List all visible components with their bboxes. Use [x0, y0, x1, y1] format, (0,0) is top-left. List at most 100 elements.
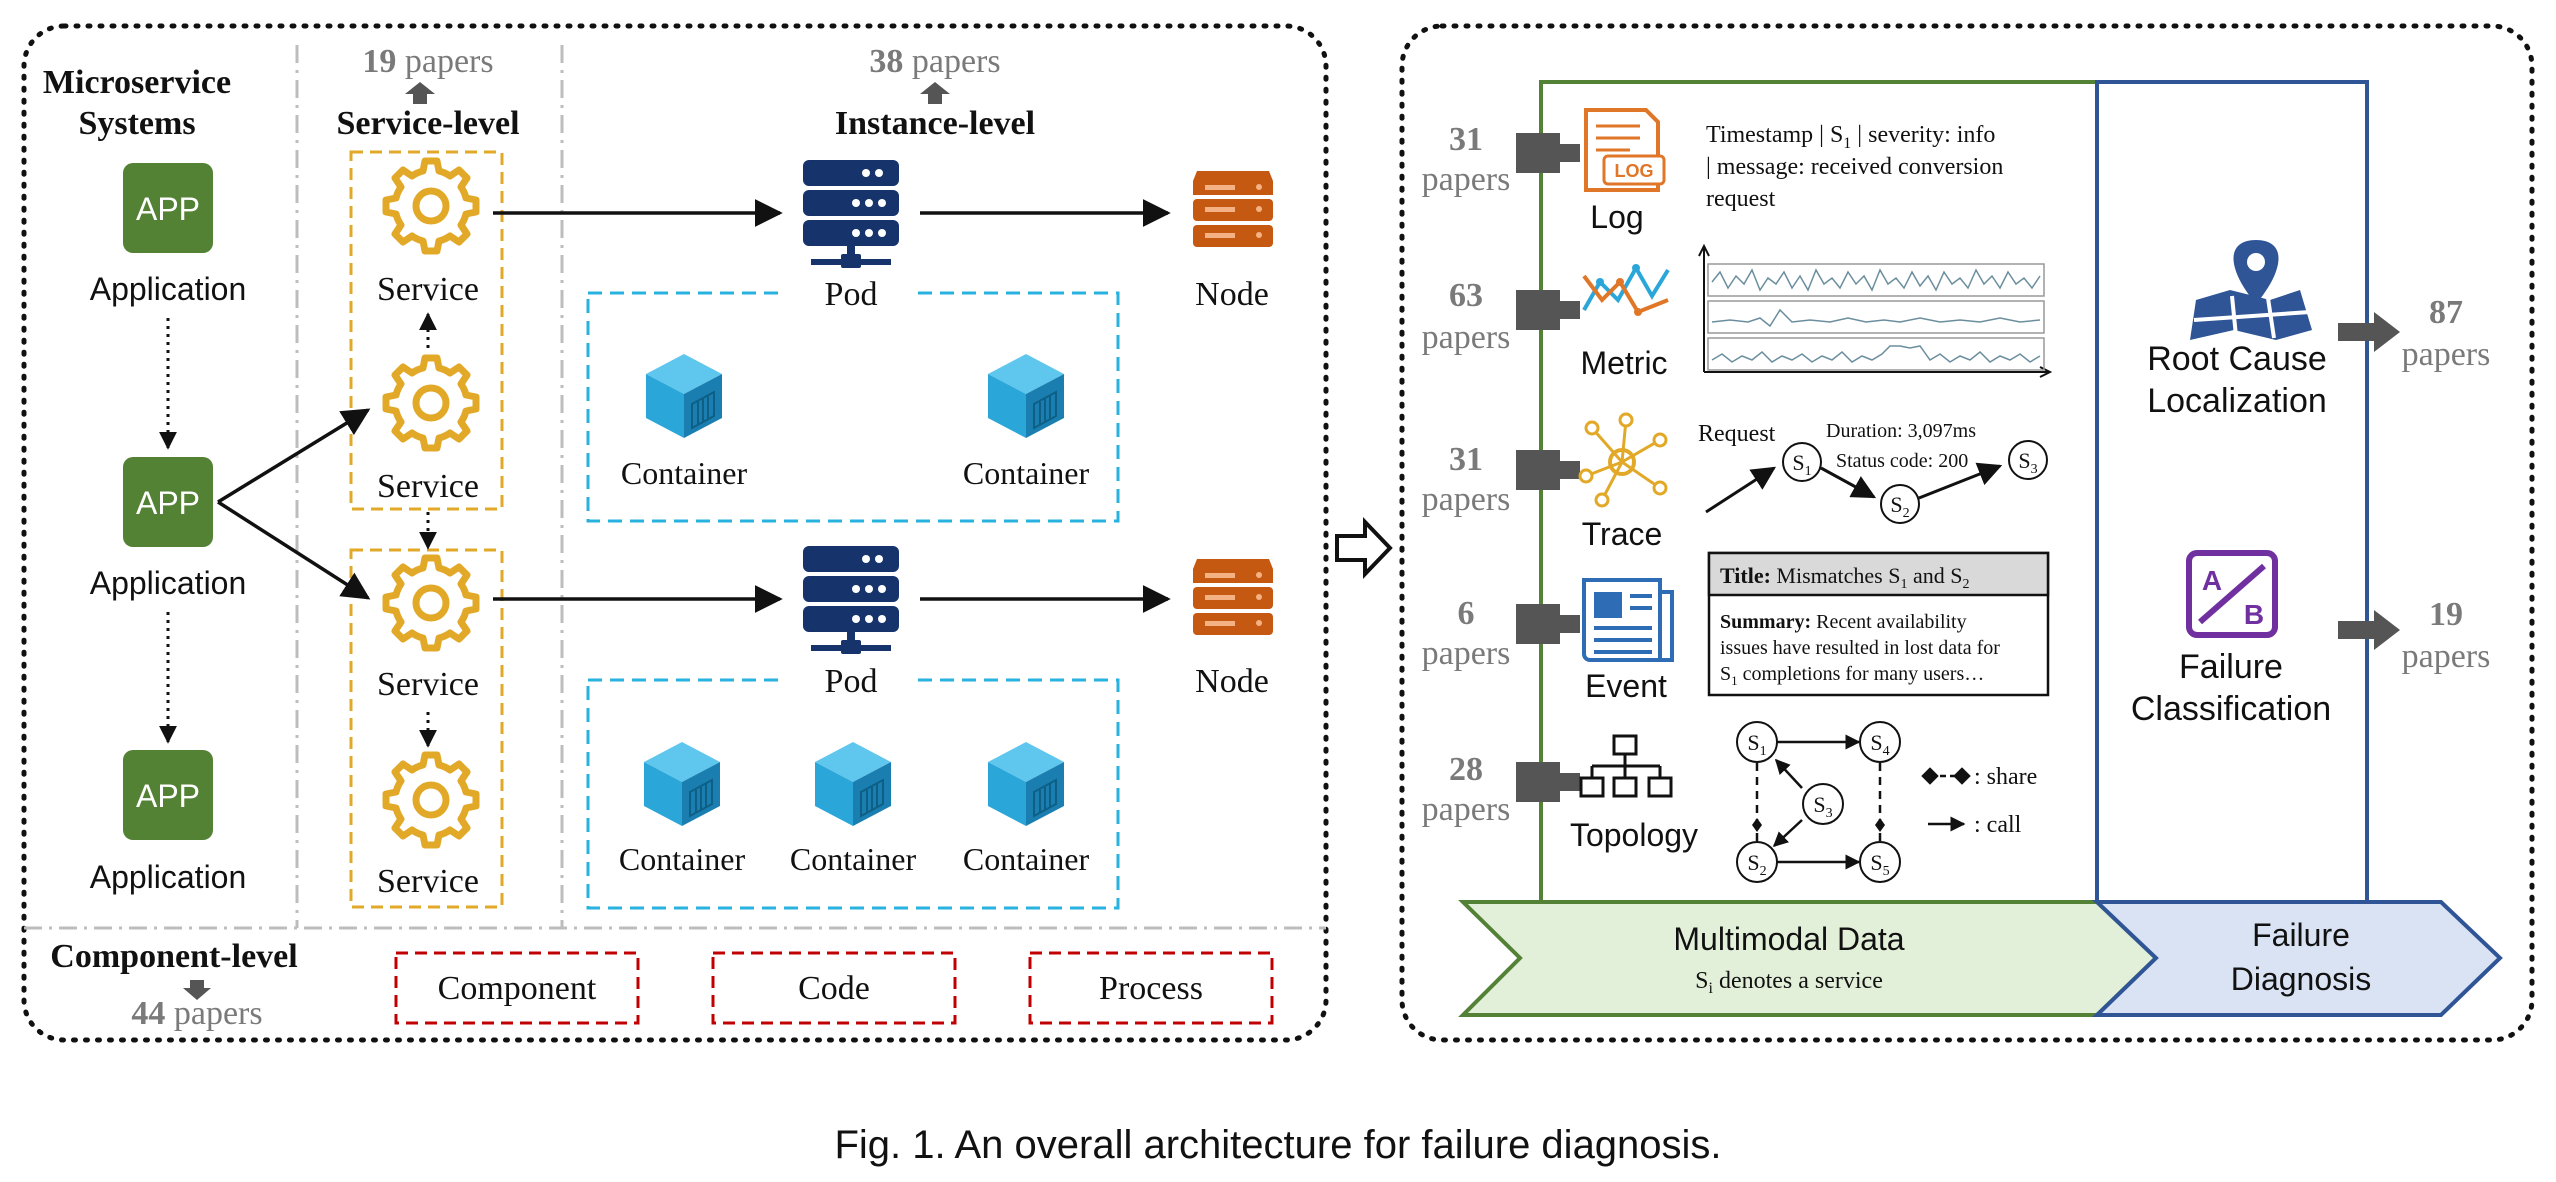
svg-text:S1 completions for many users…: S1 completions for many users…: [1720, 663, 1984, 688]
svg-text:63: 63: [1449, 277, 1483, 314]
svg-text:S3: S3: [1813, 792, 1832, 821]
node-stack-icon: [1193, 171, 1273, 247]
call-arrow: [217, 408, 371, 504]
up-arrow-icon: [405, 82, 435, 104]
application-label: Application: [90, 271, 247, 307]
log-icon: LOG: [1584, 108, 1666, 192]
failure-diagnosis-title-line2: Diagnosis: [2231, 961, 2372, 997]
event-label: Event: [1585, 668, 1667, 704]
service-label: Service: [377, 666, 479, 703]
metric-icon: [1582, 263, 1670, 316]
topology-label: Topology: [1570, 817, 1698, 853]
svg-text:S1: S1: [1792, 450, 1811, 479]
block-arrow-icon: [1516, 762, 1580, 802]
app-icon: [123, 457, 213, 547]
block-arrow-icon: [1516, 290, 1580, 330]
container-label: Container: [619, 841, 746, 877]
root-cause-unit: papers: [2402, 336, 2491, 373]
event-icon: [1582, 578, 1674, 662]
failure-classification-count: 19: [2429, 596, 2463, 633]
block-arrow-icon: [2338, 312, 2400, 352]
container-label: Container: [963, 841, 1090, 877]
container-cube-icon: [987, 353, 1065, 439]
modality-topology: 28 papers: [1422, 751, 1580, 828]
component-box: [711, 951, 957, 1025]
multimodal-data-banner-outline: [1458, 900, 2159, 1017]
svg-text:B: B: [2244, 599, 2264, 630]
modality-trace: 31 papers: [1422, 441, 1580, 518]
topology-example: S1 S2 S3 S4 S5 : share : call: [1736, 721, 2037, 883]
systems-title-line1: Microservice: [43, 64, 231, 101]
failure-classification-label-line2: Classification: [2131, 690, 2331, 728]
svg-text:6: 6: [1458, 595, 1475, 632]
component-box: [1028, 951, 1274, 1025]
service-label: Service: [377, 863, 479, 900]
service-label: Service: [377, 468, 479, 505]
flow-hollow-arrow-icon: [1335, 517, 1393, 579]
svg-text:28: 28: [1449, 751, 1483, 788]
diagnosis-box: [2095, 80, 2369, 984]
event-example-card: Title: Mismatches S1 and S2 Summary: Rec…: [1707, 551, 2050, 697]
container-cube-icon: [643, 741, 721, 827]
svg-text:Request: Request: [1698, 421, 1776, 447]
modality-log: 31 papers: [1422, 121, 1580, 198]
container-label: Container: [963, 455, 1090, 491]
call-arrow: [217, 500, 371, 600]
failure-classification-label-line1: Failure: [2179, 648, 2283, 686]
svg-text:papers: papers: [1422, 635, 1511, 672]
svg-text:papers: papers: [1422, 161, 1511, 198]
left-panel-border: [21, 23, 1329, 1043]
root-cause-label-line1: Root Cause: [2147, 340, 2327, 378]
svg-text:31: 31: [1449, 441, 1483, 478]
gear-icon: [386, 358, 476, 448]
multimodal-data-title: Multimodal Data: [1673, 921, 1904, 957]
service-level-title: Service-level: [336, 105, 519, 142]
svg-text:S2: S2: [1890, 492, 1909, 521]
pod-label: Pod: [825, 663, 878, 700]
svg-text:S1: S1: [1747, 730, 1766, 759]
container-cube-icon: [987, 741, 1065, 827]
block-arrow-icon: [1516, 133, 1580, 173]
container-label: Container: [790, 841, 917, 877]
log-example-line3: request: [1706, 186, 1776, 212]
log-label: Log: [1590, 199, 1643, 235]
block-arrow-icon: [2338, 610, 2400, 650]
component-level-count: 44 papers: [131, 995, 262, 1032]
classification-icon: A B: [2186, 550, 2278, 638]
svg-text:A: A: [2202, 565, 2222, 596]
node-label: Node: [1195, 663, 1269, 700]
topology-icon: [1579, 734, 1673, 798]
svg-text:Summary: Recent availability: Summary: Recent availability: [1720, 611, 1967, 633]
service-level-count: 19 papers: [362, 43, 493, 80]
failure-diagnosis-title-line1: Failure: [2252, 917, 2350, 953]
figure-caption: Fig. 1. An overall architecture for fail…: [834, 1123, 1721, 1167]
log-example-line2: | message: received conversion: [1706, 154, 2003, 180]
svg-text:papers: papers: [1422, 319, 1511, 356]
node-stack-icon: [1193, 559, 1273, 635]
metric-sparkline-chart: [1698, 243, 2053, 378]
svg-text:Title: Mismatches S1 and S2: Title: Mismatches S1 and S2: [1720, 563, 1969, 592]
svg-text:: share: : share: [1974, 764, 2037, 790]
svg-text:S2: S2: [1747, 850, 1766, 879]
svg-text:S3: S3: [2018, 448, 2037, 477]
metric-label: Metric: [1580, 345, 1667, 381]
svg-text:Status code: 200: Status code: 200: [1836, 450, 1968, 472]
container-label: Container: [621, 455, 748, 491]
systems-title-line2: Systems: [78, 105, 195, 142]
container-cube-icon: [645, 353, 723, 439]
root-cause-label-line2: Localization: [2147, 382, 2327, 420]
instance-level-count: 38 papers: [869, 43, 1000, 80]
modality-metric: 63 papers: [1422, 277, 1580, 356]
trace-label: Trace: [1582, 516, 1663, 552]
svg-text:papers: papers: [1422, 481, 1511, 518]
pod-label: Pod: [825, 276, 878, 313]
application-label: Application: [90, 565, 247, 601]
gear-icon: [386, 161, 476, 251]
instance-level-title: Instance-level: [835, 105, 1035, 142]
service-group-box: [349, 150, 504, 511]
svg-text:LOG: LOG: [1615, 161, 1654, 181]
map-pin-icon: [2190, 240, 2312, 340]
svg-text:31: 31: [1449, 121, 1483, 158]
root-cause-count: 87: [2429, 294, 2463, 331]
